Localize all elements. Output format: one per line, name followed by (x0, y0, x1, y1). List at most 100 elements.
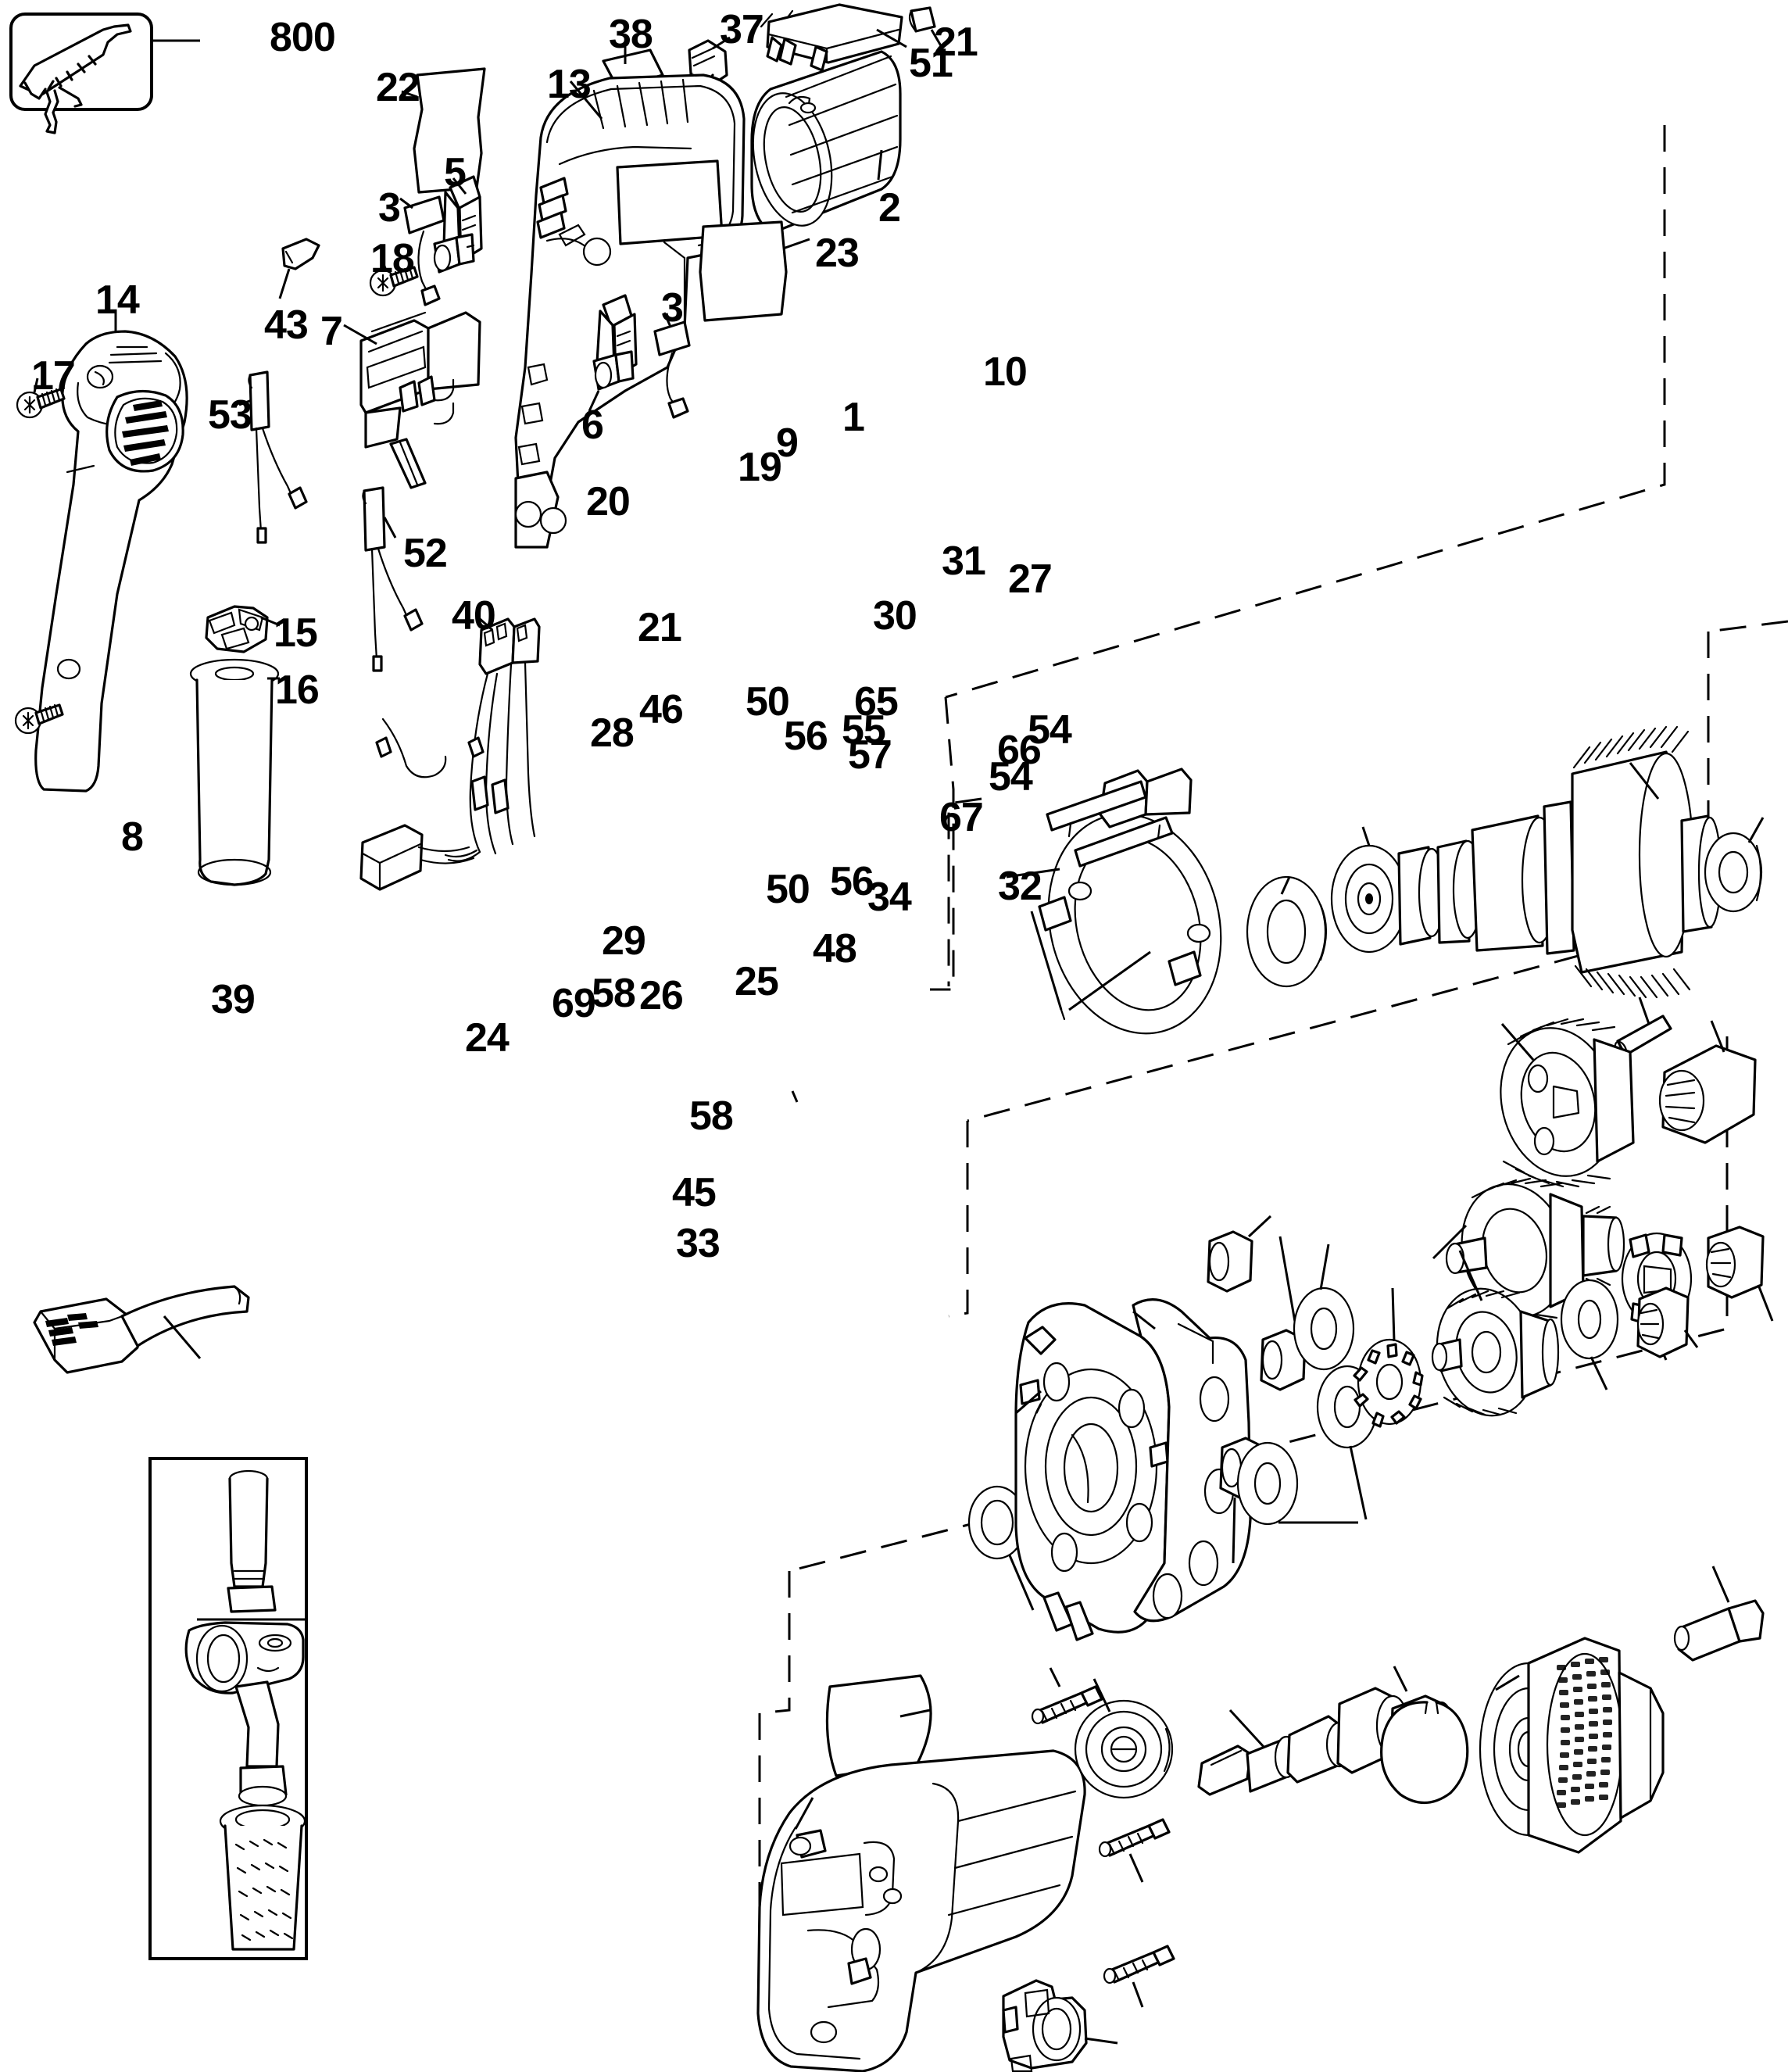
part-43-lock-button (278, 238, 320, 299)
callout-14: 14 (95, 277, 140, 323)
part-28-gear-case-front (1014, 1302, 1171, 1641)
part-30-intermediate-gear (1500, 1018, 1635, 1188)
callout-57: 57 (848, 732, 892, 778)
callout-8: 8 (121, 814, 144, 860)
part-17-screw-lower (14, 703, 64, 735)
callout-30: 30 (873, 593, 917, 639)
part-40-wiring-harness (359, 616, 541, 891)
side-handle-inset (148, 1457, 308, 1960)
callout-17: 17 (31, 353, 76, 399)
callout-1: 1 (842, 395, 865, 440)
callout-40: 40 (452, 593, 496, 639)
callout-67: 67 (939, 795, 984, 840)
part-52-lead-wire (362, 486, 424, 672)
callout-16: 16 (275, 667, 320, 713)
tool-overview-inset (9, 13, 200, 134)
callout-43: 43 (264, 302, 309, 348)
part-15-grip-clamp (205, 605, 281, 653)
part-17-screw-upper (16, 378, 66, 419)
part-18-screw (369, 257, 419, 297)
part-54a-needle-bearing (1705, 1226, 1774, 1322)
part-19-felt-washer (1246, 875, 1328, 988)
part-56a-thrust-washer (1293, 1244, 1355, 1371)
callout-27: 27 (1008, 556, 1053, 602)
callout-39: 39 (211, 977, 256, 1022)
callout-29: 29 (602, 918, 646, 964)
callout-65: 65 (854, 679, 899, 725)
callout-2: 2 (878, 185, 901, 231)
part-67-flat-washer (1560, 1279, 1619, 1390)
part-27-needle-bearing-sleeve (1658, 1020, 1757, 1144)
part-51-capacitor-module (760, 3, 907, 72)
callout-9: 9 (776, 420, 799, 466)
part-57-thrust-bearing-cage (1353, 1287, 1424, 1428)
callout-31: 31 (942, 539, 986, 584)
part-34-keyless-chuck (1479, 1637, 1665, 1854)
callout-54-a: 54 (1028, 707, 1072, 753)
callout-28: 28 (590, 710, 635, 756)
part-26-ball-bearing (1074, 1678, 1174, 1799)
part-50a-bearing-bushing (1207, 1215, 1272, 1293)
callout-45: 45 (672, 1170, 717, 1215)
callout-66: 66 (997, 728, 1042, 773)
part-16-handle-grip-sleeve (189, 658, 280, 886)
callout-48: 48 (813, 926, 857, 972)
callout-3-upper: 3 (378, 185, 401, 231)
callout-23: 23 (815, 231, 860, 276)
part-20-brush-holder-ring (1006, 768, 1222, 1035)
callout-22: 22 (376, 65, 420, 110)
part-2-field-stator (750, 50, 902, 234)
part-65-pinion-gear-shaft (1432, 1177, 1625, 1324)
part-45-screw (1103, 1945, 1175, 2008)
callout-34: 34 (867, 875, 912, 920)
part-69-gear-case-label (825, 1674, 932, 1777)
part-48-retaining-ring (1380, 1666, 1469, 1805)
callout-52: 52 (403, 531, 448, 576)
callout-51: 51 (909, 41, 953, 86)
callout-54-b: 54 (989, 754, 1033, 800)
part-21a-brush-cap (908, 6, 944, 49)
callout-6: 6 (581, 403, 604, 448)
callout-56-b: 56 (830, 859, 874, 904)
part-1-armature-rotor (1397, 725, 1722, 999)
part-10-armature-bearing (1704, 817, 1765, 913)
callout-69: 69 (552, 981, 596, 1026)
part-32-chuck-retaining-screw (1673, 1566, 1765, 1662)
callout-5: 5 (444, 150, 467, 195)
callout-3-lower: 3 (661, 285, 684, 331)
callout-25: 25 (735, 959, 779, 1004)
part-8-power-cord-plug (33, 1285, 250, 1374)
part-3a-carbon-brush (399, 195, 445, 306)
part-3b-carbon-brush (653, 312, 691, 419)
callout-21-top: 21 (934, 20, 978, 65)
callout-21-brush: 21 (638, 605, 682, 650)
callout-13: 13 (547, 62, 592, 107)
callout-20: 20 (586, 479, 631, 524)
callout-24: 24 (465, 1015, 510, 1061)
callout-58-b: 58 (689, 1093, 734, 1139)
part-23-instruction-label (699, 220, 810, 322)
callout-800: 800 (270, 15, 336, 60)
part-54b-needle-bearing (1636, 1287, 1699, 1358)
part-55-spindle-gear (1431, 1250, 1560, 1417)
part-7-switch-module (343, 311, 481, 489)
callout-33: 33 (676, 1221, 721, 1266)
part-56c-thrust-washer (1236, 1441, 1358, 1526)
part-9-bearing (1330, 826, 1408, 954)
part-14-rear-handle-cover (34, 310, 188, 793)
callout-50-a: 50 (746, 679, 790, 725)
callout-15: 15 (274, 610, 318, 656)
part-46-gear-case-cover (1132, 1298, 1252, 1623)
part-6-brush-terminal (588, 294, 638, 412)
part-29-spindle-seal (967, 1485, 1035, 1611)
callout-55: 55 (842, 707, 886, 753)
part-24-motor-housing (756, 1749, 1086, 2072)
callout-50-b: 50 (766, 867, 810, 912)
callout-18: 18 (370, 236, 415, 281)
part-58a-gear-case-screw (1031, 1667, 1103, 1725)
callout-38: 38 (609, 12, 653, 57)
part-53-lead-wire (238, 370, 308, 544)
part-5-brush-holder-assembly (433, 175, 483, 274)
